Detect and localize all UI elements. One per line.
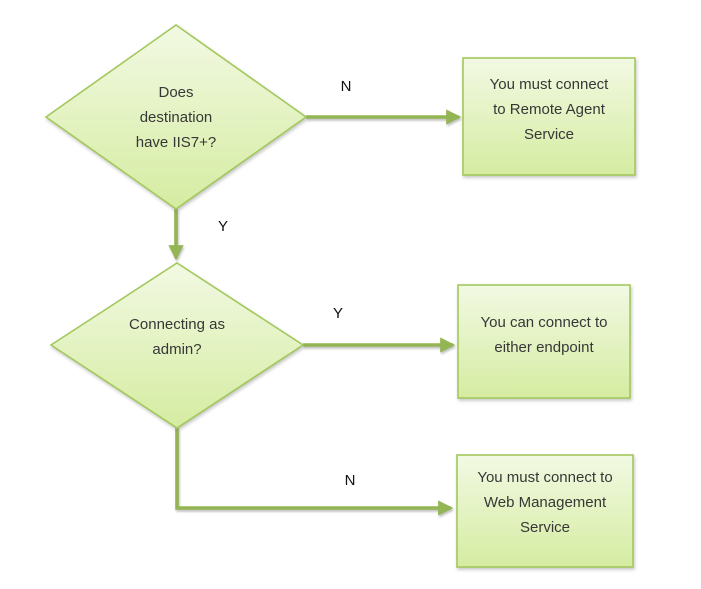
result-box-web-management	[456, 454, 634, 568]
result-box-either-endpoint	[457, 284, 631, 399]
decision-diamond-iis7	[44, 24, 308, 210]
decision-diamond-admin	[49, 262, 305, 429]
result-box-remote-agent	[462, 57, 636, 176]
connector-no-to-web-management	[175, 428, 454, 516]
